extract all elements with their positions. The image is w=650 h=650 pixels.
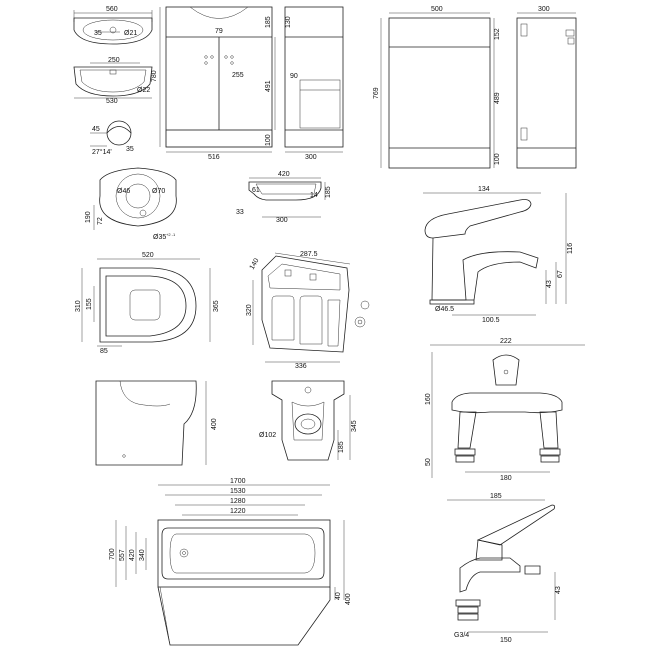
cistern-base: 336 [295, 363, 307, 370]
tap-hole-detail: 45 27°14' 35 [90, 120, 134, 156]
tap-height: 116 [567, 243, 574, 254]
wc-rear-h1: 185 [338, 441, 345, 453]
bath-mixer-leg: 50 [425, 458, 432, 466]
bath-r1: 40 [335, 592, 342, 600]
vanity-base-height: 100 [265, 134, 272, 146]
vanity-side-view: 130 90 300 [284, 6, 344, 161]
basin-plan-overflow: Ø35 [153, 234, 166, 241]
bath-i2: 420 [129, 549, 136, 561]
wc-side-view: 400 [95, 380, 218, 466]
bath-w3: 1220 [230, 508, 246, 515]
bath-mixer-width: 222 [500, 338, 512, 345]
basin-profile-view: 420 61 185 14 300 33 [236, 171, 332, 224]
bath-mixer-front-view: 222 160 50 180 [425, 338, 585, 482]
basin-profile-lip: 33 [236, 209, 244, 216]
basin-profile-a: 61 [252, 187, 260, 194]
basin-width-label: 560 [106, 6, 118, 13]
basin-top-view: 560 35 Ø21 [73, 6, 153, 45]
basin-profile-width: 420 [278, 171, 290, 178]
basin-plan-bowl: Ø70 [152, 188, 165, 195]
bath-w1: 1530 [230, 488, 246, 495]
wc-unit-depth: 300 [538, 6, 550, 13]
wc-plan-width: 365 [213, 300, 220, 312]
tap-length: 134 [478, 186, 490, 193]
cistern-height: 320 [246, 304, 253, 316]
basin-hole-label: Ø21 [124, 30, 137, 37]
wc-rear-h2: 345 [351, 420, 358, 432]
bath-i1: 557 [119, 549, 126, 561]
wc-rear-view: Ø102 185 345 [259, 380, 358, 461]
tap-spout-low: 43 [546, 280, 553, 288]
wc-unit-side-view: 300 [516, 6, 577, 169]
basin-plan-d2: 72 [97, 217, 104, 225]
vanity-door-height: 491 [265, 80, 272, 92]
basin-plan-d1: 190 [85, 211, 92, 223]
cistern-depth: 140 [249, 257, 261, 271]
basin-plan-tol: +2 -1 [166, 232, 176, 237]
vanity-side-top: 130 [285, 16, 292, 28]
wc-unit-height: 769 [373, 87, 380, 99]
vanity-height: 780 [151, 70, 158, 82]
bath-mixer-side-view: 185 43 G3/4 150 [447, 493, 562, 644]
tap-hole-b: 27°14' [92, 148, 112, 156]
basin-profile-h2: 14 [310, 192, 318, 199]
wc-unit-door: 489 [494, 92, 501, 104]
basin-section-bottom-width: 530 [106, 98, 118, 105]
basin-offset-label: 35 [94, 30, 102, 37]
basin-profile-h1: 185 [325, 186, 332, 198]
bath-width: 700 [109, 548, 116, 560]
basin-plan-waste: Ø46 [117, 188, 130, 195]
vanity-top-height: 185 [265, 16, 272, 28]
wc-plan-rear: 85 [100, 348, 108, 355]
wc-unit-top-panel: 152 [494, 28, 501, 40]
basin-plan-view: Ø46 Ø70 Ø35 +2 -1 190 72 [85, 167, 177, 241]
mixer-tap-view: 134 116 67 43 Ø46.5 100.5 [423, 186, 574, 324]
basin-section-top-width: 250 [108, 57, 120, 64]
bath-side-reach: 150 [500, 637, 512, 644]
bath-side-length: 185 [490, 493, 502, 500]
cistern-width: 287.5 [300, 251, 318, 258]
bath-i3: 340 [139, 549, 146, 561]
tap-hole-c: 35 [126, 146, 134, 153]
wc-unit-width: 500 [431, 6, 443, 13]
vanity-side-depth: 300 [305, 154, 317, 161]
bath-plan-view: 1700 1530 1280 1220 700 557 420 340 40 4… [109, 478, 352, 646]
wc-unit-plinth: 100 [494, 153, 501, 165]
wc-unit-front-view: 500 769 152 489 100 [373, 6, 501, 169]
bath-length: 1700 [230, 478, 246, 485]
vanity-side-shelf: 90 [290, 73, 298, 80]
vanity-width: 516 [208, 154, 220, 161]
tap-base: Ø46.5 [435, 306, 454, 313]
wc-plan-view: 520 310 155 365 85 [75, 252, 220, 355]
vanity-top-gap: 79 [215, 28, 223, 35]
wc-plan-seat: 310 [75, 300, 82, 312]
bath-w2: 1280 [230, 498, 246, 505]
bath-r2: 400 [345, 593, 352, 605]
bath-mixer-centres: 180 [500, 475, 512, 482]
tap-spout-h: 67 [557, 270, 564, 278]
vanity-front-view: 79 255 780 491 100 185 516 [151, 6, 276, 161]
vanity-door-width: 255 [232, 72, 244, 79]
basin-section-view: 250 Ø22 530 [73, 57, 153, 105]
tap-hole-a: 45 [92, 126, 100, 133]
bath-side-thread: G3/4 [454, 632, 469, 639]
basin-profile-depth: 300 [276, 217, 288, 224]
wc-plan-length: 520 [142, 252, 154, 259]
cistern-view: 287.5 140 320 336 [246, 251, 370, 370]
wc-rear-outlet: Ø102 [259, 432, 276, 439]
wc-side-height: 400 [211, 418, 218, 430]
bath-mixer-height: 160 [425, 393, 432, 405]
bath-side-height: 43 [555, 586, 562, 594]
wc-plan-inner: 155 [86, 298, 93, 310]
tap-reach: 100.5 [482, 317, 500, 324]
basin-waste-label: Ø22 [137, 87, 150, 94]
